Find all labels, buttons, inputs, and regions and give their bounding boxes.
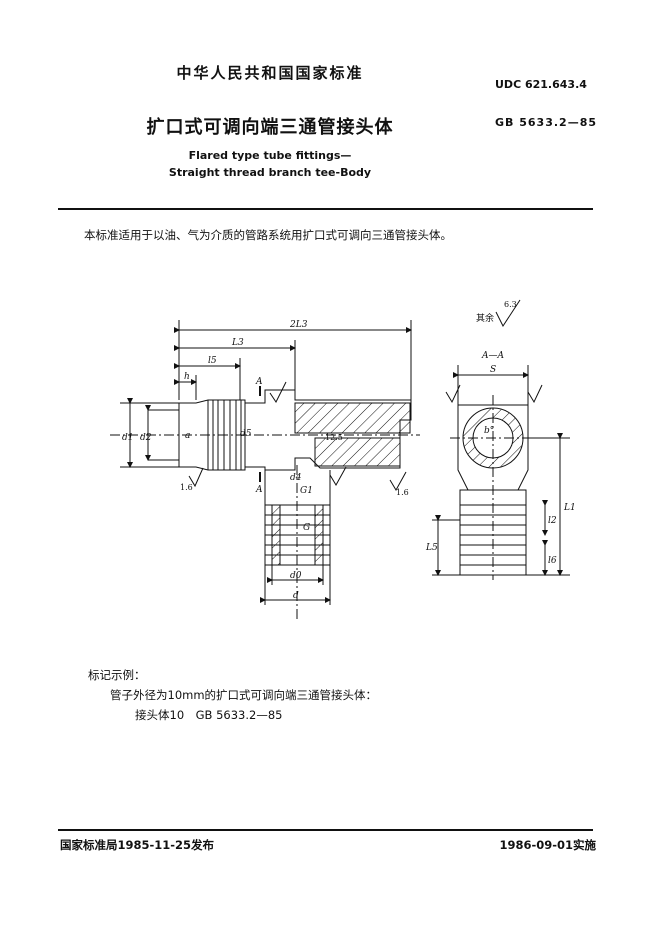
dim-l3: L3 [231, 338, 244, 348]
standard-number: GB 5633.2—85 [495, 116, 597, 129]
header-divider [58, 208, 593, 210]
dim-d5: d5 [240, 429, 252, 439]
standard-title-english-line1: Flared type tube fittings— [188, 149, 352, 162]
dim-l1: L1 [563, 503, 576, 513]
marking-example-heading: 标记示例： [88, 668, 146, 682]
roughness-rest-label: 其余 [476, 312, 494, 324]
dim-a: a [185, 431, 190, 441]
dim-g: G [303, 523, 310, 533]
dim-g1: G1 [300, 486, 313, 496]
roughness-1-6-left: 1.6 [180, 483, 193, 492]
standard-title-chinese: 扩口式可调向端三通管接头体 [146, 117, 394, 138]
dim-l6: l6 [548, 556, 557, 566]
technical-drawing: 2L3 L3 l5 h d1 d2 a d5 d4 G1 G d0 d A A … [100, 290, 600, 620]
dim-h: h [184, 372, 190, 382]
section-a-top: A [255, 377, 263, 387]
roughness-1-6-right: 1.6 [396, 488, 409, 497]
dim-s: S [490, 365, 496, 375]
roughness-6-3: 6.3 [504, 300, 517, 309]
dim-2l3: 2L3 [289, 320, 308, 330]
scope-statement: 本标准适用于以油、气为介质的管路系统用扩口式可调向三通管接头体。 [84, 228, 452, 242]
dim-d4: d4 [290, 473, 302, 483]
roughness-12-5: 12.5 [325, 433, 343, 442]
standard-title-english-line2: Straight thread branch tee-Body [168, 166, 372, 179]
dim-d2: d2 [140, 433, 152, 443]
footer-divider [58, 829, 593, 831]
marking-example-code: 接头体10 GB 5633.2—85 [135, 708, 283, 722]
dim-d1: d1 [122, 433, 134, 443]
dim-d0: d0 [290, 571, 302, 581]
section-label: A—A [481, 351, 504, 361]
udc-code: UDC 621.643.4 [495, 78, 587, 91]
marking-example-description: 管子外径为10mm的扩口式可调向端三通管接头体： [110, 688, 378, 702]
issue-date: 国家标准局1985-11-25发布 [60, 838, 215, 852]
dim-b: b° [484, 426, 494, 436]
dim-l5: l5 [208, 356, 217, 366]
dim-l2: l2 [548, 516, 557, 526]
dim-d: d [293, 591, 299, 601]
issuing-organization: 中华人民共和国国家标准 [176, 64, 364, 82]
section-a-bottom: A [255, 485, 263, 495]
effective-date: 1986-09-01实施 [499, 838, 596, 852]
dim-l5-right: L5 [425, 543, 438, 553]
